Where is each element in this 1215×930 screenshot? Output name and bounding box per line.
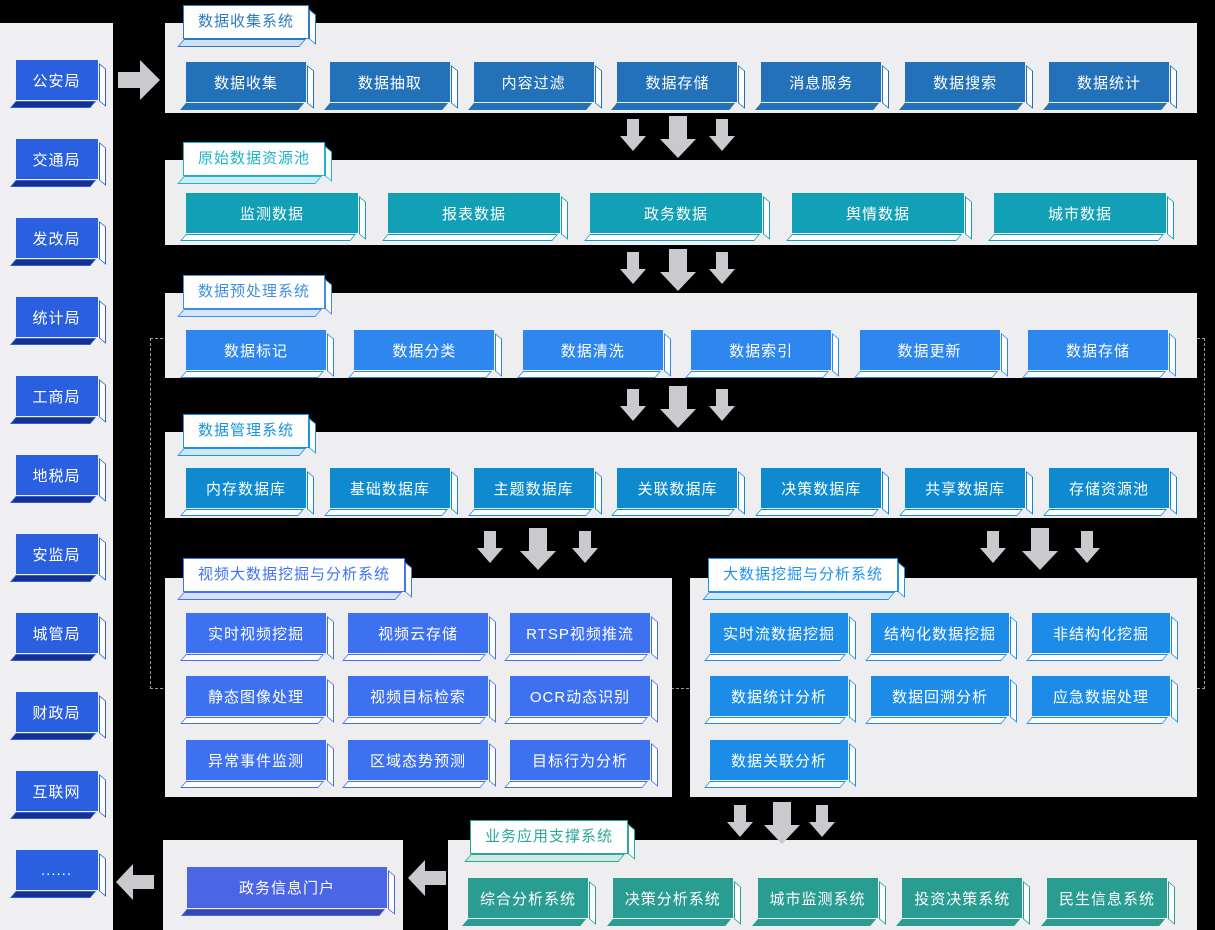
diagram-node: 数据搜索: [905, 62, 1026, 102]
diagram-node: 共享数据库: [905, 468, 1026, 508]
band-raw: 原始数据资源池 监测数据 报表数据 政务数据 舆情数据 城市数据: [165, 142, 1197, 245]
band-collect: 数据收集系统 数据收集 数据抽取 内容过滤 数据存储 消息服务 数据搜索 数据统…: [165, 5, 1197, 113]
diagram-node: 数据抽取: [329, 62, 450, 102]
down-arrow-icon: [709, 389, 735, 423]
sidebar-item: ......: [15, 850, 98, 890]
diagram-node: 数据回溯分析: [871, 676, 1009, 716]
down-arrow-icon: [660, 116, 696, 160]
portal-panel: 政务信息门户: [163, 840, 403, 930]
down-arrow-icon: [520, 528, 556, 572]
band-apps: 业务应用支撑系统 综合分析系统 决策分析系统 城市监测系统 投资决策系统 民生信…: [448, 820, 1197, 930]
diagram-node: 数据更新: [859, 330, 1000, 370]
band-title: 大数据挖掘与分析系统: [708, 558, 899, 592]
diagram-node: 数据存储: [617, 62, 738, 102]
diagram-node: 应急数据处理: [1032, 676, 1170, 716]
band-title: 原始数据资源池: [183, 142, 326, 176]
down-arrow-icon: [1022, 528, 1058, 572]
band-title: 业务应用支撑系统: [470, 820, 629, 854]
band-title: 数据收集系统: [183, 5, 310, 39]
left-arrow-icon: [408, 858, 446, 898]
band-mining: 大数据挖掘与分析系统 实时流数据挖掘 结构化数据挖掘 非结构化挖掘 数据统计分析…: [690, 558, 1197, 797]
diagram-node: 报表数据: [388, 193, 560, 233]
diagram-node: 内存数据库: [186, 468, 306, 508]
down-arrow-icon: [620, 119, 646, 153]
diagram-node: 数据标记: [186, 330, 326, 370]
down-arrow-icon: [709, 119, 735, 153]
diagram-node: 舆情数据: [792, 193, 964, 233]
diagram-node: 消息服务: [761, 62, 882, 102]
diagram-node: 数据索引: [691, 330, 832, 370]
down-arrow-icon: [764, 802, 800, 846]
diagram-node: RTSP视频推流: [510, 613, 650, 653]
diagram-node: 数据存储: [1027, 330, 1168, 370]
diagram-node: 数据清洗: [522, 330, 663, 370]
down-arrow-icon: [477, 531, 503, 565]
sidebar-item: 城管局: [15, 613, 98, 653]
diagram-node: 数据收集: [186, 62, 306, 102]
diagram-node: 关联数据库: [617, 468, 738, 508]
diagram-node: 主题数据库: [473, 468, 594, 508]
diagram-node: OCR动态识别: [510, 676, 650, 716]
diagram-node: 目标行为分析: [510, 740, 650, 780]
sidebar-item: 工商局: [15, 376, 98, 416]
down-arrow-icon: [980, 531, 1006, 565]
band-manage: 数据管理系统 内存数据库 基础数据库 主题数据库 关联数据库 决策数据库 共享数…: [165, 414, 1197, 518]
band-title: 数据预处理系统: [183, 275, 326, 309]
diagram-node: 数据分类: [354, 330, 495, 370]
diagram-node: 视频目标检索: [348, 676, 488, 716]
diagram-node: 政务数据: [590, 193, 762, 233]
down-arrow-icon: [809, 805, 835, 839]
down-arrow-icon: [1074, 531, 1100, 565]
sidebar-item: 统计局: [15, 297, 98, 337]
source-sidebar: 公安局 交通局 发改局 统计局 工商局 地税局 安监局 城管局 财政局 互联网 …: [0, 23, 113, 930]
band-title: 视频大数据挖掘与分析系统: [183, 558, 406, 592]
diagram-node: 监测数据: [186, 193, 358, 233]
down-arrow-icon: [620, 389, 646, 423]
diagram-node: 数据统计分析: [710, 676, 848, 716]
diagram-node: 民生信息系统: [1047, 878, 1167, 918]
diagram-node: 决策分析系统: [612, 878, 733, 918]
sidebar-item: 互联网: [15, 771, 98, 811]
diagram-node: 实时视频挖掘: [186, 613, 326, 653]
sidebar-item: 地税局: [15, 455, 98, 495]
right-arrow-icon: [118, 57, 160, 103]
sidebar-item: 财政局: [15, 692, 98, 732]
diagram-node: 投资决策系统: [902, 878, 1023, 918]
diagram-node: 基础数据库: [329, 468, 450, 508]
portal-node: 政务信息门户: [187, 867, 387, 908]
down-arrow-icon: [727, 805, 753, 839]
sidebar-item: 发改局: [15, 218, 98, 258]
down-arrow-icon: [660, 249, 696, 293]
diagram-node: 静态图像处理: [186, 676, 326, 716]
diagram-node: 异常事件监测: [186, 740, 326, 780]
diagram-node: 城市数据: [994, 193, 1166, 233]
band-pre: 数据预处理系统 数据标记 数据分类 数据清洗 数据索引 数据更新 数据存储: [165, 275, 1197, 378]
diagram-node: 结构化数据挖掘: [871, 613, 1009, 653]
down-arrow-icon: [620, 252, 646, 286]
diagram-node: 数据关联分析: [710, 740, 848, 780]
diagram-node: 非结构化挖掘: [1032, 613, 1170, 653]
band-title: 数据管理系统: [183, 414, 310, 448]
sidebar-item: 公安局: [15, 60, 98, 100]
diagram-node: 内容过滤: [473, 62, 594, 102]
diagram-node: 区域态势预测: [348, 740, 488, 780]
down-arrow-icon: [572, 531, 598, 565]
diagram-node: 综合分析系统: [468, 878, 588, 918]
diagram-node: 视频云存储: [348, 613, 488, 653]
diagram-node: 存储资源池: [1048, 468, 1169, 508]
sidebar-item: 交通局: [15, 139, 98, 179]
band-video: 视频大数据挖掘与分析系统 实时视频挖掘 视频云存储 RTSP视频推流 静态图像处…: [165, 558, 672, 797]
diagram-node: 实时流数据挖掘: [710, 613, 848, 653]
diagram-node: 数据统计: [1048, 62, 1169, 102]
diagram-node: 决策数据库: [761, 468, 882, 508]
down-arrow-icon: [660, 386, 696, 430]
sidebar-item: 安监局: [15, 534, 98, 574]
diagram-node: 城市监测系统: [757, 878, 878, 918]
down-arrow-icon: [709, 252, 735, 286]
left-arrow-icon: [116, 862, 154, 902]
